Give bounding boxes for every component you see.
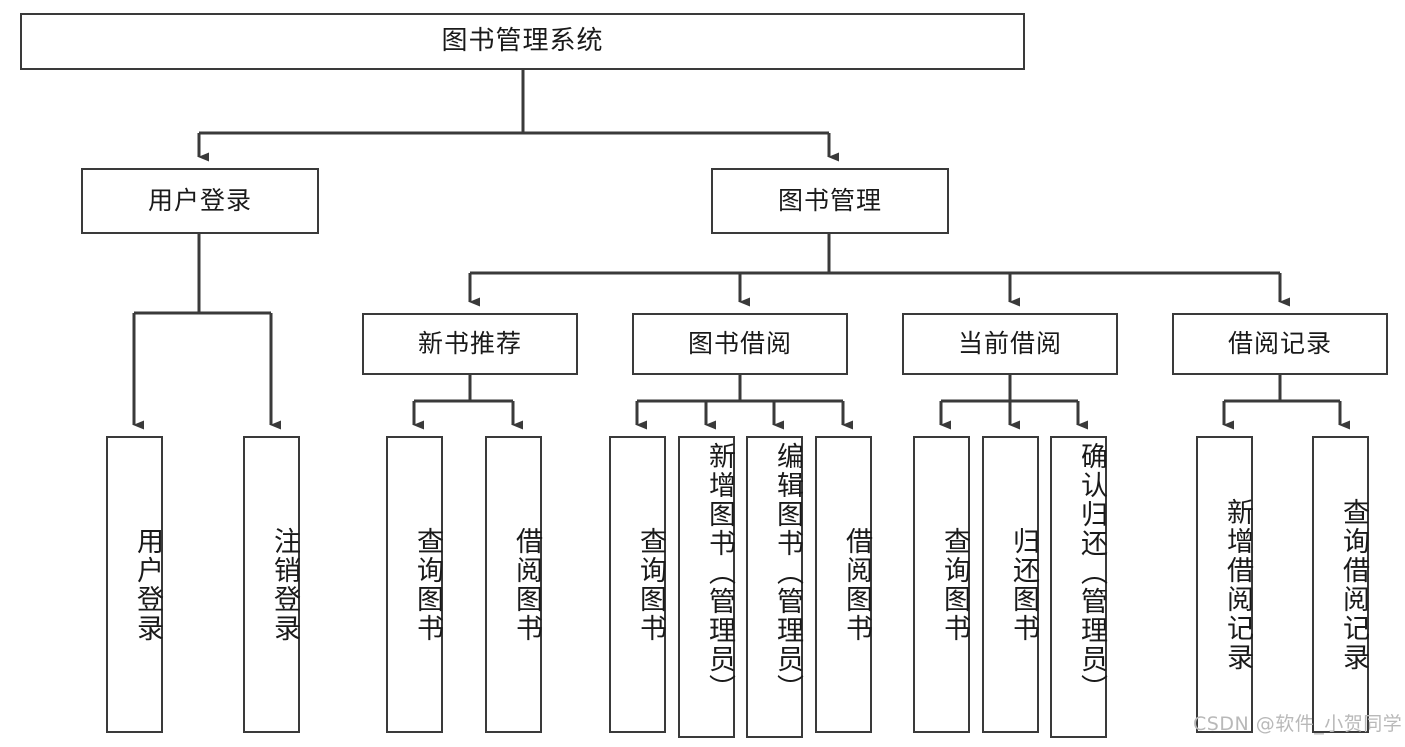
node-current-borrow-label: 当前借阅 xyxy=(957,329,1062,359)
csdn-watermark: CSDN @软件_小贺同学 xyxy=(1193,713,1403,735)
node-user-login-label: 用户登录 xyxy=(147,186,252,216)
node-borrow-record[interactable]: 借阅记录 xyxy=(1172,313,1388,375)
leaf-label: 注销登录 xyxy=(269,526,300,643)
leaf-label: 查询图书 xyxy=(635,526,666,643)
leaf-label: 查询借阅记录 xyxy=(1338,497,1369,672)
leaf-label: 编辑图书（管理员） xyxy=(772,442,803,703)
leaf-user-login-login[interactable]: 用户登录 xyxy=(106,436,163,733)
leaf-label: 借阅图书 xyxy=(511,526,542,643)
leaf-label: 借阅图书 xyxy=(841,526,872,643)
leaf-recommend-borrow-book[interactable]: 借阅图书 xyxy=(485,436,542,733)
node-root-system[interactable]: 图书管理系统 xyxy=(20,13,1025,70)
leaf-borrow-query-book[interactable]: 查询图书 xyxy=(609,436,666,733)
leaf-label: 查询图书 xyxy=(412,526,443,643)
node-new-book-recommend-label: 新书推荐 xyxy=(417,329,522,359)
leaf-label: 新增借阅记录 xyxy=(1222,497,1253,672)
node-root-label: 图书管理系统 xyxy=(441,26,604,57)
node-book-borrow[interactable]: 图书借阅 xyxy=(632,313,848,375)
leaf-label: 查询图书 xyxy=(939,526,970,643)
node-book-management[interactable]: 图书管理 xyxy=(711,168,949,234)
leaf-current-query-book[interactable]: 查询图书 xyxy=(913,436,970,733)
leaf-label: 用户登录 xyxy=(132,526,163,643)
node-borrow-record-label: 借阅记录 xyxy=(1227,329,1332,359)
node-current-borrow[interactable]: 当前借阅 xyxy=(902,313,1118,375)
leaf-borrow-edit-book-admin[interactable]: 编辑图书（管理员） xyxy=(746,436,803,738)
leaf-current-confirm-return-admin[interactable]: 确认归还（管理员） xyxy=(1050,436,1107,738)
node-user-login[interactable]: 用户登录 xyxy=(81,168,319,234)
node-new-book-recommend[interactable]: 新书推荐 xyxy=(362,313,578,375)
leaf-current-return-book[interactable]: 归还图书 xyxy=(982,436,1039,733)
leaf-label: 归还图书 xyxy=(1008,526,1039,643)
leaf-label: 确认归还（管理员） xyxy=(1076,442,1107,703)
node-book-management-label: 图书管理 xyxy=(777,186,882,216)
node-book-borrow-label: 图书借阅 xyxy=(687,329,792,359)
leaf-label: 新增图书（管理员） xyxy=(704,442,735,703)
leaf-record-query-record[interactable]: 查询借阅记录 xyxy=(1312,436,1369,733)
leaf-user-login-logout[interactable]: 注销登录 xyxy=(243,436,300,733)
leaf-borrow-borrow-book[interactable]: 借阅图书 xyxy=(815,436,872,733)
leaf-borrow-add-book-admin[interactable]: 新增图书（管理员） xyxy=(678,436,735,738)
leaf-record-add-record[interactable]: 新增借阅记录 xyxy=(1196,436,1253,733)
leaf-recommend-query-book[interactable]: 查询图书 xyxy=(386,436,443,733)
